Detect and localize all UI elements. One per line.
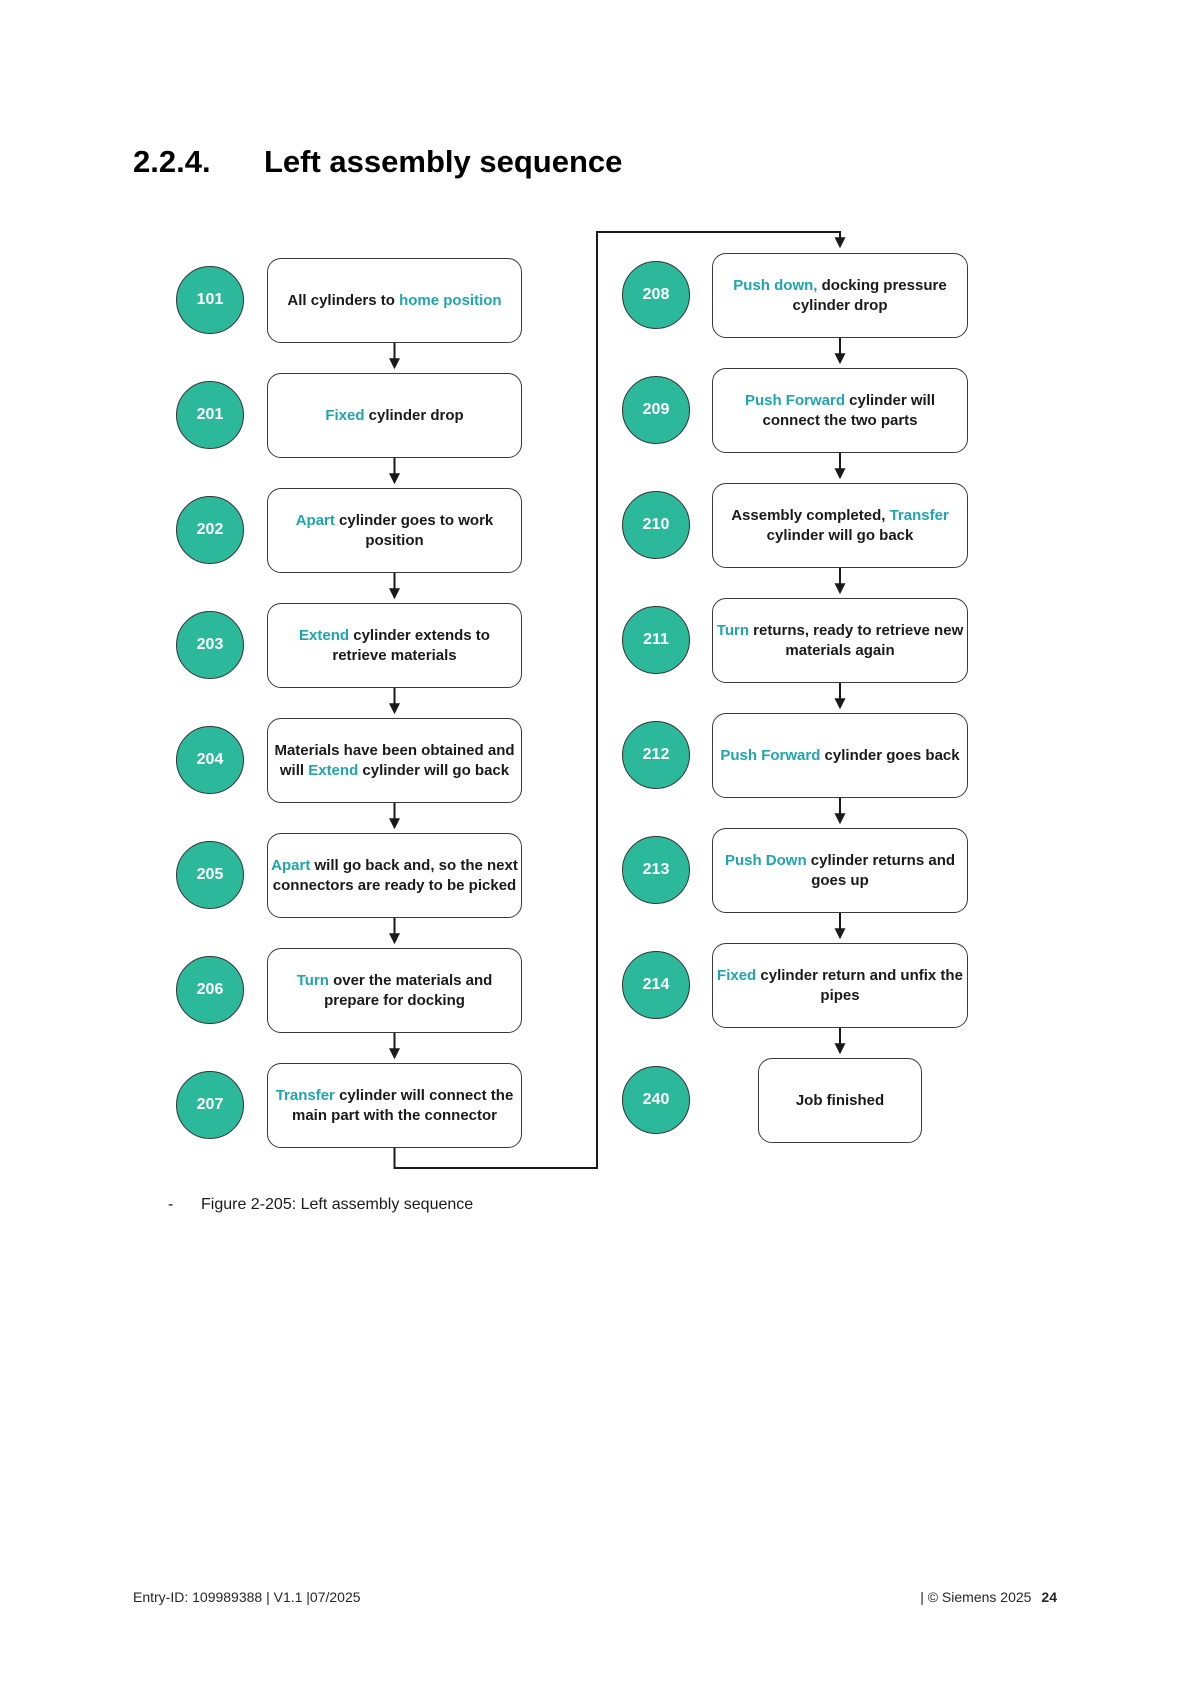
step-number: 208 bbox=[642, 286, 670, 303]
flow-step: 211 Turn returns, ready to retrieve new … bbox=[0, 583, 1190, 698]
step-number-circle: 205 bbox=[176, 841, 244, 909]
step-number-circle: 240 bbox=[622, 1066, 690, 1134]
step-box: Fixed cylinder drop bbox=[267, 373, 522, 458]
step-number: 210 bbox=[642, 516, 670, 533]
step-number-circle: 212 bbox=[622, 721, 690, 789]
step-description: Assembly completed, Transfer cylinder wi… bbox=[731, 506, 949, 544]
footer-entry-id: Entry-ID: 109989388 | V1.1 |07/2025 bbox=[133, 1589, 361, 1605]
step-number-circle: 202 bbox=[176, 496, 244, 564]
step-number: 214 bbox=[642, 976, 670, 993]
step-number: 205 bbox=[196, 866, 224, 883]
step-box: Push Forward cylinder will connect the t… bbox=[712, 368, 968, 453]
step-number: 207 bbox=[196, 1096, 224, 1113]
flow-step: 201 Fixed cylinder drop bbox=[0, 358, 1190, 473]
step-number-circle: 207 bbox=[176, 1071, 244, 1139]
step-description: All cylinders to home position bbox=[287, 291, 502, 309]
step-number-circle: 203 bbox=[176, 611, 244, 679]
flow-step: 240 Job finished bbox=[0, 1043, 1190, 1158]
step-number-circle: 211 bbox=[622, 606, 690, 674]
step-description: Push Down cylinder returns and goes up bbox=[724, 851, 956, 889]
step-number: 201 bbox=[196, 406, 224, 423]
step-number-circle: 204 bbox=[176, 726, 244, 794]
step-number: 203 bbox=[196, 636, 224, 653]
step-description: Job finished bbox=[795, 1091, 885, 1109]
step-number: 209 bbox=[642, 401, 670, 418]
section-number: 2.2.4. bbox=[133, 144, 211, 179]
step-box: All cylinders to home position bbox=[267, 258, 522, 343]
step-description: Turn returns, ready to retrieve new mate… bbox=[716, 621, 964, 659]
step-number: 101 bbox=[196, 291, 224, 308]
step-description: Apart will go back and, so the next conn… bbox=[271, 856, 518, 894]
step-number-circle: 209 bbox=[622, 376, 690, 444]
step-box: Turn over the materials and prepare for … bbox=[267, 948, 522, 1033]
step-box: Extend cylinder extends to retrieve mate… bbox=[267, 603, 522, 688]
step-box: Turn returns, ready to retrieve new mate… bbox=[712, 598, 968, 683]
step-number-circle: 210 bbox=[622, 491, 690, 559]
flow-step: 208 Push down, docking pressure cylinder… bbox=[0, 238, 1190, 353]
step-box: Push Down cylinder returns and goes up bbox=[712, 828, 968, 913]
step-box: Assembly completed, Transfer cylinder wi… bbox=[712, 483, 968, 568]
step-number: 213 bbox=[642, 861, 670, 878]
flow-step: 204 Materials have been obtained and wil… bbox=[0, 703, 1190, 818]
step-box: Materials have been obtained and will Ex… bbox=[267, 718, 522, 803]
step-description: Push Forward cylinder will connect the t… bbox=[744, 391, 936, 429]
step-description: Push Forward cylinder goes back bbox=[720, 746, 960, 764]
flow-step: 207 Transfer cylinder will connect the m… bbox=[0, 1048, 1190, 1163]
step-box: Push down, docking pressure cylinder dro… bbox=[712, 253, 968, 338]
page-footer: Entry-ID: 109989388 | V1.1 |07/2025 | © … bbox=[133, 1589, 1057, 1605]
step-description: Fixed cylinder drop bbox=[325, 406, 464, 424]
figure-caption: - Figure 2-205: Left assembly sequence bbox=[168, 1196, 473, 1214]
step-box: Job finished bbox=[758, 1058, 922, 1143]
step-description: Apart cylinder goes to work position bbox=[295, 511, 494, 549]
caption-text: Figure 2-205: Left assembly sequence bbox=[201, 1196, 474, 1213]
step-box: Transfer cylinder will connect the main … bbox=[267, 1063, 522, 1148]
step-box: Push Forward cylinder goes back bbox=[712, 713, 968, 798]
step-box: Apart cylinder goes to work position bbox=[267, 488, 522, 573]
caption-dash: - bbox=[168, 1196, 174, 1213]
flow-step: 205 Apart will go back and, so the next … bbox=[0, 818, 1190, 933]
step-number: 211 bbox=[643, 631, 669, 648]
step-description: Turn over the materials and prepare for … bbox=[296, 971, 493, 1009]
step-box: Fixed cylinder return and unfix the pipe… bbox=[712, 943, 968, 1028]
step-description: Materials have been obtained and will Ex… bbox=[274, 741, 515, 779]
step-number-circle: 214 bbox=[622, 951, 690, 1019]
footer-page-number: 24 bbox=[1041, 1589, 1057, 1605]
step-description: Push down, docking pressure cylinder dro… bbox=[733, 276, 947, 314]
step-number: 204 bbox=[196, 751, 224, 768]
step-number-circle: 101 bbox=[176, 266, 244, 334]
step-number-circle: 206 bbox=[176, 956, 244, 1024]
step-number: 202 bbox=[196, 521, 224, 538]
step-number-circle: 201 bbox=[176, 381, 244, 449]
flow-step: 203 Extend cylinder extends to retrieve … bbox=[0, 588, 1190, 703]
step-box: Apart will go back and, so the next conn… bbox=[267, 833, 522, 918]
step-number: 212 bbox=[642, 746, 670, 763]
step-description: Fixed cylinder return and unfix the pipe… bbox=[717, 966, 963, 1004]
step-number-circle: 213 bbox=[622, 836, 690, 904]
step-number: 206 bbox=[196, 981, 224, 998]
flow-step: 202 Apart cylinder goes to work position bbox=[0, 473, 1190, 588]
flow-step: 101 All cylinders to home position bbox=[0, 243, 1190, 358]
step-number: 240 bbox=[642, 1091, 670, 1108]
flow-step: 209 Push Forward cylinder will connect t… bbox=[0, 353, 1190, 468]
flow-step: 206 Turn over the materials and prepare … bbox=[0, 933, 1190, 1048]
flow-step: 210 Assembly completed, Transfer cylinde… bbox=[0, 468, 1190, 583]
section-heading: 2.2.4. Left assembly sequence bbox=[133, 144, 622, 180]
step-description: Transfer cylinder will connect the main … bbox=[275, 1086, 514, 1124]
flow-step: 214 Fixed cylinder return and unfix the … bbox=[0, 928, 1190, 1043]
flow-step: 213 Push Down cylinder returns and goes … bbox=[0, 813, 1190, 928]
section-title: Left assembly sequence bbox=[264, 144, 623, 179]
step-number-circle: 208 bbox=[622, 261, 690, 329]
flow-step: 212 Push Forward cylinder goes back bbox=[0, 698, 1190, 813]
step-description: Extend cylinder extends to retrieve mate… bbox=[299, 626, 490, 664]
